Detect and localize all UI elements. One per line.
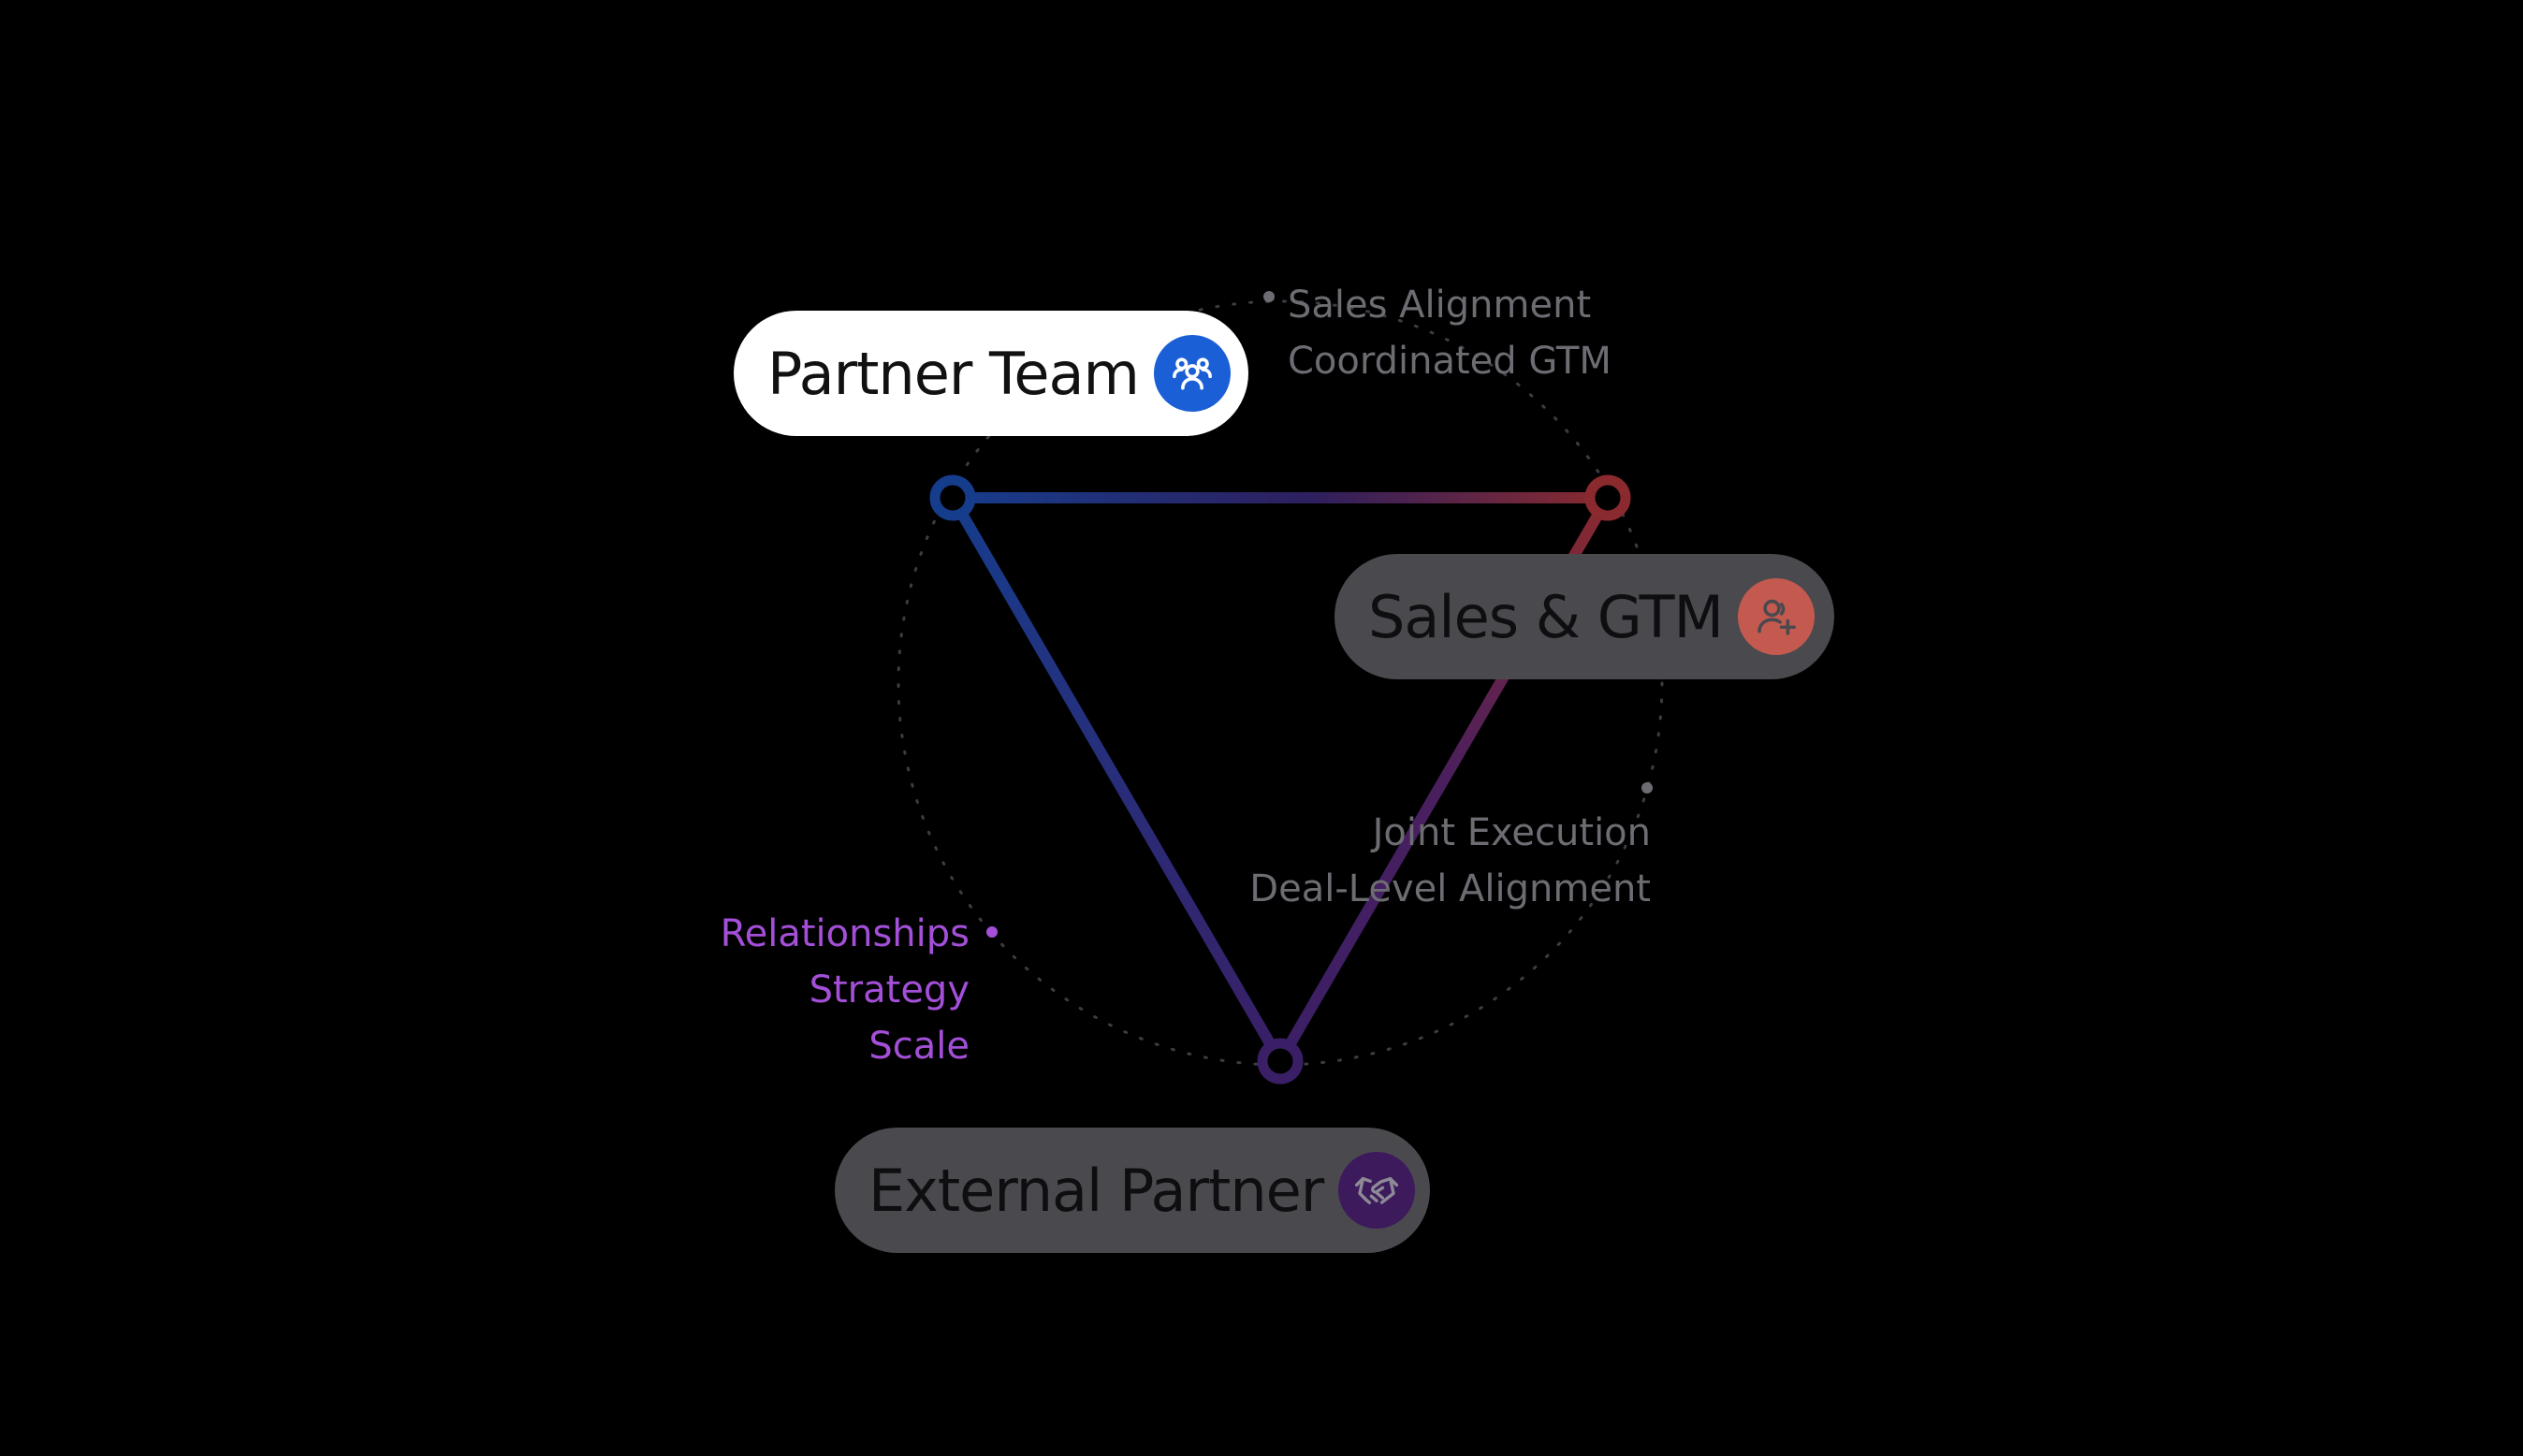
annotation-joint: Joint Execution Deal-Level Alignment (1249, 805, 1651, 917)
external-partner-pill[interactable]: External Partner (835, 1128, 1430, 1253)
users-group-icon (1153, 335, 1231, 412)
annotation-sales-line-1: Sales Alignment (1288, 284, 1592, 327)
annotation-relationships: Relationships Strategy Scale (721, 906, 970, 1074)
annotation-sales: Sales Alignment Coordinated GTM (1288, 277, 1612, 389)
annotation-joint-line-1: Joint Execution (1372, 811, 1651, 854)
handshake-icon (1338, 1152, 1416, 1229)
partner-team-pill[interactable]: Partner Team (734, 311, 1248, 436)
sales-gtm-pill[interactable]: Sales & GTM (1334, 554, 1834, 679)
dotted-orbit (897, 299, 1664, 1067)
edge-partner-external (947, 492, 1286, 1067)
annotation-dot-joint (1641, 782, 1653, 794)
annotation-dot-sales (1263, 291, 1275, 302)
node-external (1257, 1038, 1304, 1085)
annotation-relationships-line-2: Strategy (809, 968, 970, 1012)
annotation-relationships-line-3: Scale (868, 1025, 970, 1068)
external-partner-label: External Partner (868, 1156, 1324, 1225)
annotation-dot-relationships (986, 926, 998, 938)
sales-gtm-label: Sales & GTM (1368, 582, 1724, 651)
node-sales (1584, 474, 1631, 521)
partner-team-label: Partner Team (767, 339, 1140, 408)
annotation-relationships-line-1: Relationships (720, 912, 970, 955)
user-plus-icon (1737, 578, 1815, 655)
annotation-sales-line-2: Coordinated GTM (1288, 340, 1612, 383)
node-partner (929, 474, 976, 521)
annotation-joint-line-2: Deal-Level Alignment (1249, 867, 1651, 910)
